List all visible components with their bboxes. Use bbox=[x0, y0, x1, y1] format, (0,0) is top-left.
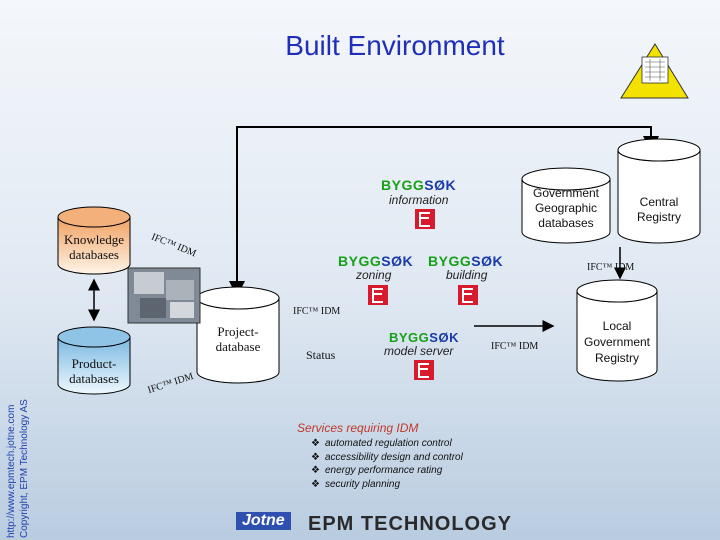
byggsok-server-word: BYGGSØK bbox=[389, 330, 459, 345]
knowledge-cylinder bbox=[57, 206, 131, 275]
epm-technology-logo: EPM TECHNOLOGY bbox=[308, 513, 513, 535]
knowledge-label: Knowledge databases bbox=[64, 232, 124, 262]
bullet-icon: ❖ bbox=[311, 451, 320, 463]
byggsok-part1: BYGG bbox=[381, 177, 425, 193]
byggsok-information-label: information bbox=[389, 193, 449, 207]
services-list: Services requiring IDM ❖ automated regula… bbox=[297, 421, 527, 491]
government-cylinder bbox=[521, 167, 611, 244]
project-cylinder bbox=[196, 286, 280, 384]
byggsok-part2: SØK bbox=[381, 253, 414, 269]
project-label: Project-database bbox=[215, 324, 261, 354]
local-cylinder bbox=[576, 279, 658, 382]
service-item-text: automated regulation control bbox=[324, 438, 452, 449]
byggsok-logo-icon bbox=[458, 285, 478, 305]
byggsok-information-word: BYGGSØK bbox=[381, 177, 456, 193]
warning-sign-logo bbox=[620, 43, 689, 99]
product-cylinder bbox=[57, 326, 131, 395]
byggsok-building-label: building bbox=[446, 268, 488, 282]
list-item: ❖ energy performance rating bbox=[311, 464, 527, 478]
byggsok-server-label: model server bbox=[384, 344, 454, 358]
bullet-icon: ❖ bbox=[311, 465, 320, 476]
service-item-text: energy performance rating bbox=[324, 465, 443, 476]
bullet-icon: ❖ bbox=[311, 478, 320, 490]
list-item: ❖ security planning bbox=[311, 478, 527, 492]
byggsok-part1: BYGG bbox=[338, 253, 382, 269]
local-label: Local Government Registry bbox=[583, 319, 651, 365]
services-title: Services requiring IDM bbox=[297, 421, 419, 435]
byggsok-zoning-label: zoning bbox=[356, 268, 392, 282]
central-cylinder bbox=[617, 138, 701, 244]
top-connection bbox=[229, 126, 659, 297]
product-images-collage bbox=[127, 267, 201, 324]
byggsok-part2: SØK bbox=[471, 253, 504, 269]
ifc-label-server: IFC™ IDM bbox=[491, 341, 539, 352]
ifc-label-central: IFC™ IDM bbox=[587, 262, 635, 273]
list-item: ❖ accessibility design and control bbox=[311, 451, 527, 465]
byggsok-part2: SØK bbox=[424, 177, 457, 193]
central-label: Central Registry bbox=[636, 195, 681, 224]
byggsok-logo-icon bbox=[415, 209, 435, 229]
list-item: ❖ automated regulation control bbox=[311, 437, 527, 451]
byggsok-building-word: BYGGSØK bbox=[428, 253, 503, 269]
page-title: Built Environment bbox=[285, 30, 505, 61]
product-label: Product-databases bbox=[69, 356, 119, 386]
byggsok-logo-icon bbox=[368, 285, 388, 305]
ifc-label-project: IFC™ IDM bbox=[293, 306, 341, 317]
jotne-logo: Jotne bbox=[236, 512, 291, 530]
government-label: Government Geographic databases bbox=[532, 186, 600, 230]
service-item-text: security planning bbox=[324, 478, 401, 490]
byggsok-part2: SØK bbox=[429, 330, 459, 345]
bullet-icon: ❖ bbox=[311, 438, 320, 449]
byggsok-zoning-word: BYGGSØK bbox=[338, 253, 413, 269]
byggsok-part1: BYGG bbox=[389, 330, 430, 345]
status-label: Status bbox=[306, 348, 336, 362]
service-item-text: accessibility design and control bbox=[324, 451, 463, 463]
byggsok-logo-icon bbox=[414, 360, 434, 380]
byggsok-part1: BYGG bbox=[428, 253, 472, 269]
